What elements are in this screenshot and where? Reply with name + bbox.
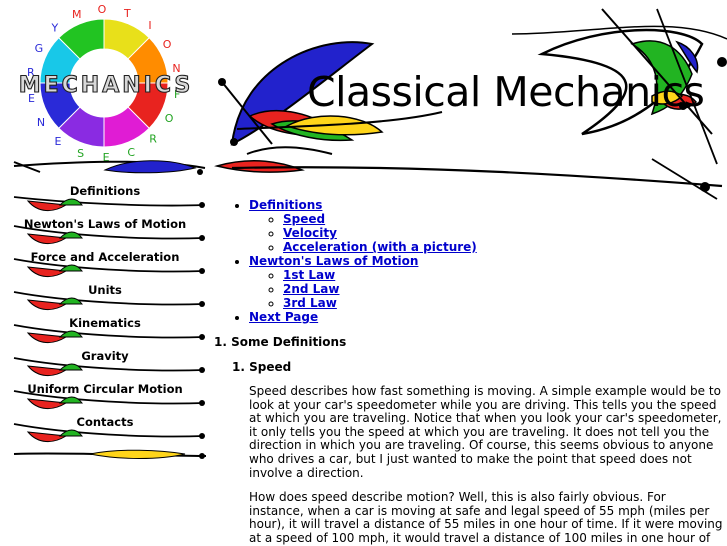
- nav-swoosh-icon: [13, 258, 205, 277]
- nav-swoosh-icon: [13, 390, 205, 409]
- logo-ring-letter: M: [72, 8, 82, 21]
- sidebar-item-label: Contacts: [76, 415, 134, 429]
- logo-ring-letter: R: [149, 132, 157, 145]
- sidebar-item-uniform-circular-motion[interactable]: Uniform Circular Motion: [8, 381, 208, 413]
- sidebar-item-gravity[interactable]: Gravity: [8, 348, 208, 380]
- nav-swoosh-icon: [13, 357, 205, 376]
- logo-ring-letter: N: [37, 116, 45, 129]
- logo-ring-letter: E: [103, 151, 110, 162]
- nav-swoosh-icon: [13, 196, 205, 211]
- toc-link-next-page[interactable]: Next Page: [249, 310, 319, 324]
- toc-item: 3rd Law: [283, 296, 727, 310]
- logo-ring-letter: G: [35, 42, 44, 55]
- logo-ring-letter: E: [28, 92, 35, 105]
- logo-ring-letter: R: [27, 66, 35, 79]
- sidebar-bottom-decoration: [13, 449, 207, 459]
- sidebar-item-label: Uniform Circular Motion: [27, 382, 183, 396]
- body-paragraph: How does speed describe motion? Well, th…: [249, 490, 723, 545]
- toc-item: Next Page: [249, 310, 727, 324]
- sidebar-top-decoration: [13, 160, 206, 175]
- sidebar-item-units[interactable]: Units: [8, 282, 208, 314]
- toc-item: 1st Law: [283, 268, 727, 282]
- toc-item: Speed: [283, 212, 727, 226]
- banner-title: Classical Mechanics: [307, 68, 704, 116]
- logo-ring-letter: F: [174, 88, 180, 101]
- logo-ring-letter: O: [98, 4, 107, 16]
- sidebar-item-label: Kinematics: [69, 316, 141, 330]
- toc-item: Acceleration (with a picture): [283, 240, 727, 254]
- logo-ring-letter: O: [165, 112, 174, 125]
- toc-link-newtons-laws[interactable]: Newton's Laws of Motion: [249, 254, 419, 268]
- logo-ring-letter: Y: [51, 22, 59, 35]
- toc-item: Newton's Laws of Motion 1st Law 2nd Law …: [249, 254, 727, 310]
- toc-item: Velocity: [283, 226, 727, 240]
- sidebar-item-contacts[interactable]: Contacts: [8, 414, 208, 446]
- sidebar-item-label: Gravity: [81, 349, 129, 363]
- sidebar-item-label: Definitions: [69, 184, 141, 198]
- classical-mechanics-banner: Classical Mechanics: [212, 4, 727, 200]
- logo-ring-letter: T: [123, 7, 131, 20]
- toc-link-speed[interactable]: Speed: [283, 212, 326, 226]
- sidebar-item-kinematics[interactable]: Kinematics: [8, 315, 208, 347]
- nav-swoosh-icon: [13, 291, 205, 310]
- toc-link-third-law[interactable]: 3rd Law: [283, 296, 337, 310]
- toc-link-acceleration[interactable]: Acceleration (with a picture): [283, 240, 477, 254]
- logo-ring-letter: N: [172, 62, 180, 75]
- sidebar-item-label: Units: [88, 283, 122, 297]
- toc-link-velocity[interactable]: Velocity: [283, 226, 337, 240]
- section-heading: 1. Some Definitions: [214, 335, 347, 349]
- nav-swoosh-icon: [13, 324, 205, 343]
- logo-ring-letter: I: [148, 19, 151, 32]
- nav-swoosh-icon: [13, 225, 205, 244]
- sidebar-item-newtons-laws[interactable]: Newton's Laws of Motion: [8, 216, 208, 248]
- toc-item: Definitions Speed Velocity Acceleration …: [249, 198, 727, 254]
- toc-link-second-law[interactable]: 2nd Law: [283, 282, 340, 296]
- sidebar-nav: Definitions Newton's Laws of Motion Forc…: [0, 150, 215, 470]
- logo-center: [70, 49, 138, 117]
- sidebar-item-label: Force and Acceleration: [30, 250, 180, 264]
- table-of-contents: Definitions Speed Velocity Acceleration …: [214, 198, 727, 324]
- logo-center-text: MECHANICS: [19, 73, 194, 98]
- subsection-heading: 1. Speed: [232, 360, 292, 374]
- logo-ring-letter: O: [163, 38, 172, 51]
- body-paragraph: Speed describes how fast something is mo…: [249, 384, 722, 480]
- toc-link-first-law[interactable]: 1st Law: [283, 268, 336, 282]
- logo-ring-letter: E: [55, 135, 62, 148]
- sidebar-item-label: Newton's Laws of Motion: [23, 217, 187, 231]
- sidebar-item-force-acceleration[interactable]: Force and Acceleration: [8, 249, 208, 281]
- logo-ring-letter: C: [127, 146, 135, 159]
- sidebar-item-definitions[interactable]: Definitions: [8, 183, 208, 215]
- nav-swoosh-icon: [13, 423, 205, 442]
- logo-ring-letter: S: [77, 147, 84, 160]
- toc-item: 2nd Law: [283, 282, 727, 296]
- main-content: Definitions Speed Velocity Acceleration …: [214, 198, 727, 545]
- toc-link-definitions[interactable]: Definitions: [249, 198, 323, 212]
